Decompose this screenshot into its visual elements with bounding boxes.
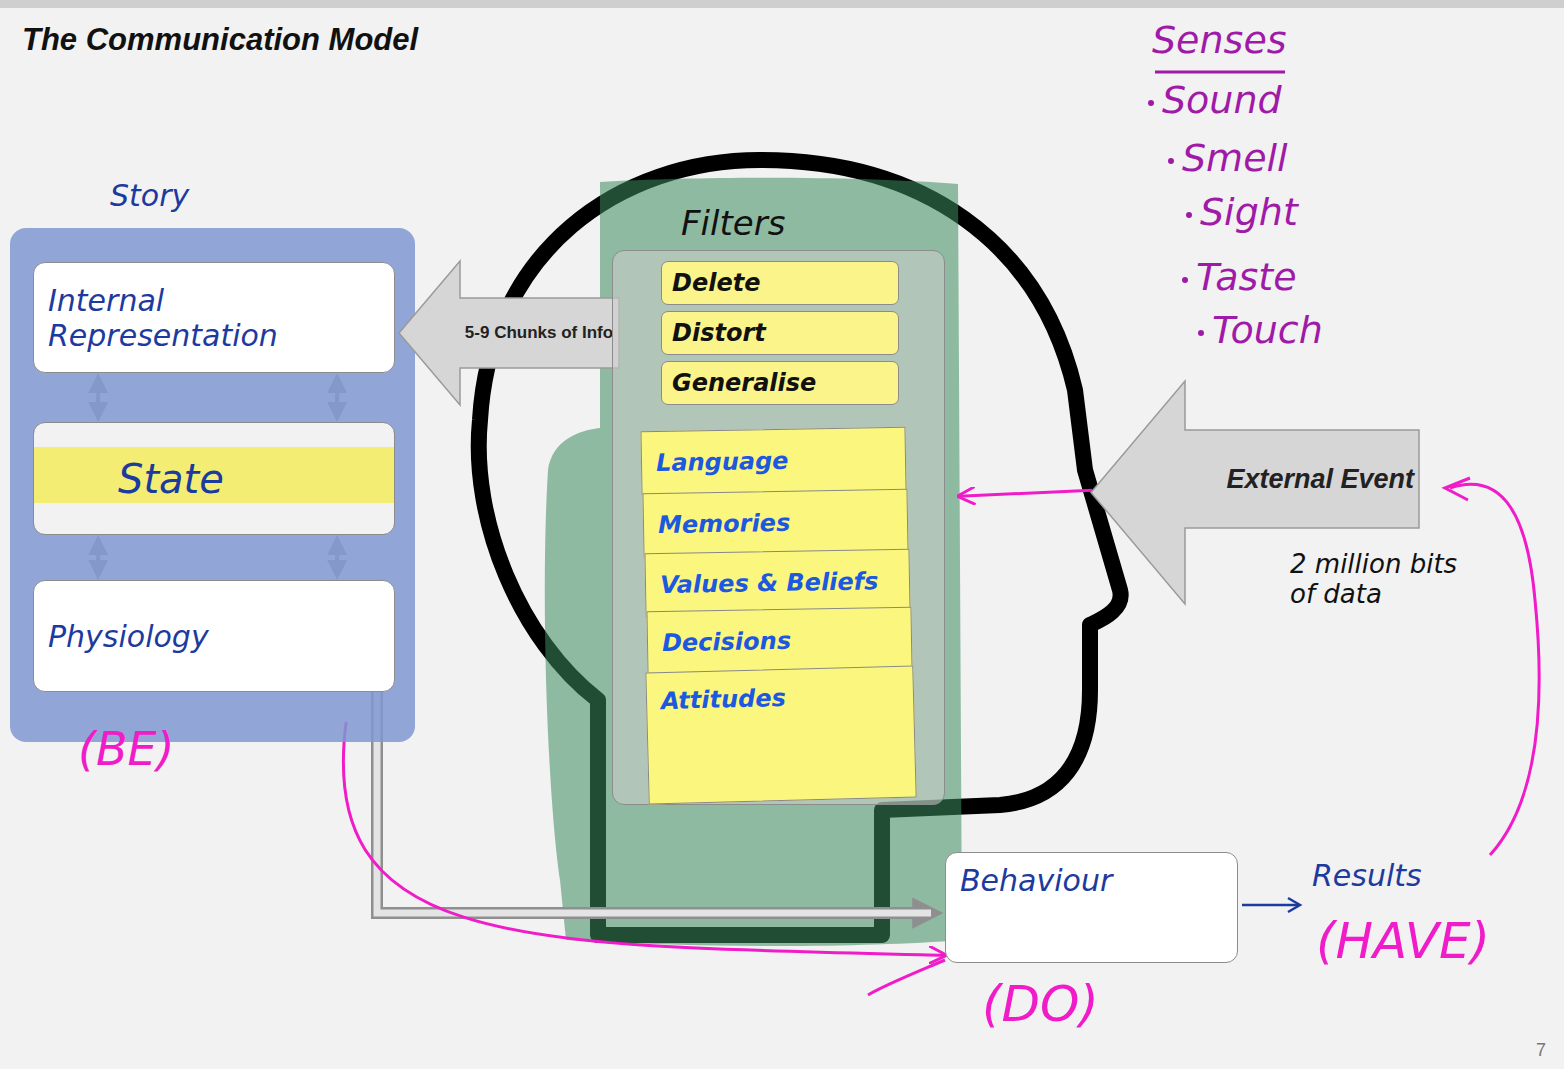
filter-panel: FiltersDeleteDistortGeneraliseLanguageMe… (612, 250, 945, 805)
block-arrow: 5-9 Chunks of Info (398, 260, 620, 406)
node-label: Internal Representation (48, 283, 380, 353)
sticky-note: Attitudes (645, 666, 916, 805)
list-item-text: Taste (1196, 255, 1297, 299)
result-arrow (1242, 904, 1298, 907)
role-label-text: (HAVE) (1316, 912, 1490, 970)
note-text-text: 2 million bits of data (1290, 549, 1457, 609)
list-item-text: Smell (1182, 136, 1288, 180)
node-label: Language (656, 447, 789, 477)
list-heading: Senses (1152, 18, 1287, 62)
role-label: (BE) (78, 722, 175, 776)
process-box: State (33, 422, 395, 535)
bullet-dot (1198, 330, 1204, 336)
bullet-dot (1168, 158, 1174, 164)
story-band: StoryInternal RepresentationStatePhysiol… (10, 228, 415, 742)
green-highlight (545, 178, 962, 946)
node-label: Decisions (662, 627, 792, 657)
node-label: Memories (658, 509, 791, 539)
role-label-text: (BE) (78, 722, 175, 776)
node-label: Attitudes (661, 684, 786, 715)
list-item: Sight (1186, 190, 1298, 234)
process-box: Physiology (33, 580, 395, 692)
list-item: Taste (1182, 255, 1297, 299)
group-heading: Filters (681, 203, 785, 243)
node-label: External Event (1189, 430, 1414, 528)
page-number: 7 (1536, 1040, 1546, 1061)
role-label: (HAVE) (1316, 912, 1490, 970)
group-heading: Story (110, 178, 189, 213)
connector (959, 490, 1092, 496)
list-item: Sound (1148, 78, 1282, 122)
list-item-text: Sound (1162, 78, 1282, 122)
process-box: Internal Representation (33, 262, 395, 373)
list-item: Touch (1198, 308, 1323, 352)
role-label-text: (DO) (982, 975, 1099, 1033)
node-label: Generalise (672, 369, 816, 397)
list-heading-text: Senses (1152, 18, 1287, 62)
list-item: Smell (1168, 136, 1288, 180)
pink-tail (868, 960, 945, 995)
node-label: Physiology (48, 619, 380, 654)
list-item-text: Sight (1200, 190, 1298, 234)
block-arrow-outline (399, 261, 619, 405)
sticky-note: Decisions (646, 607, 912, 676)
bullet-dot (1182, 277, 1188, 283)
page-number-text: 7 (1536, 1040, 1546, 1060)
bullet-dot (1186, 212, 1192, 218)
sticky-note: Language (640, 427, 906, 496)
list-item-text: Touch (1212, 308, 1323, 352)
feedback-head (1445, 478, 1470, 500)
node-label: State (48, 456, 380, 502)
sticky-note: Memories (642, 489, 908, 558)
feedback-curve (1450, 484, 1539, 855)
note-text: 2 million bits of data (1290, 550, 1480, 610)
filter-box: Generalise (661, 361, 899, 405)
role-label: (DO) (982, 975, 1099, 1033)
filter-box: Delete (661, 261, 899, 305)
node-label: Distort (672, 319, 766, 347)
senses-underline (1155, 71, 1285, 74)
bullet-dot (1148, 100, 1154, 106)
result-arrow-head (1288, 898, 1300, 912)
node-label: Behaviour (960, 863, 1223, 898)
node-label: 5-9 Chunks of Info (464, 298, 614, 368)
connector-line (959, 490, 1092, 496)
filter-box: Distort (661, 311, 899, 355)
result-label: Results (1312, 858, 1422, 893)
node-label: Values & Beliefs (660, 567, 879, 599)
result-label-text: Results (1312, 858, 1422, 893)
top-bar (0, 0, 1564, 8)
process-box: Behaviour (945, 852, 1238, 963)
node-label: Delete (672, 269, 760, 297)
diagram-title: The Communication Model (22, 22, 418, 58)
